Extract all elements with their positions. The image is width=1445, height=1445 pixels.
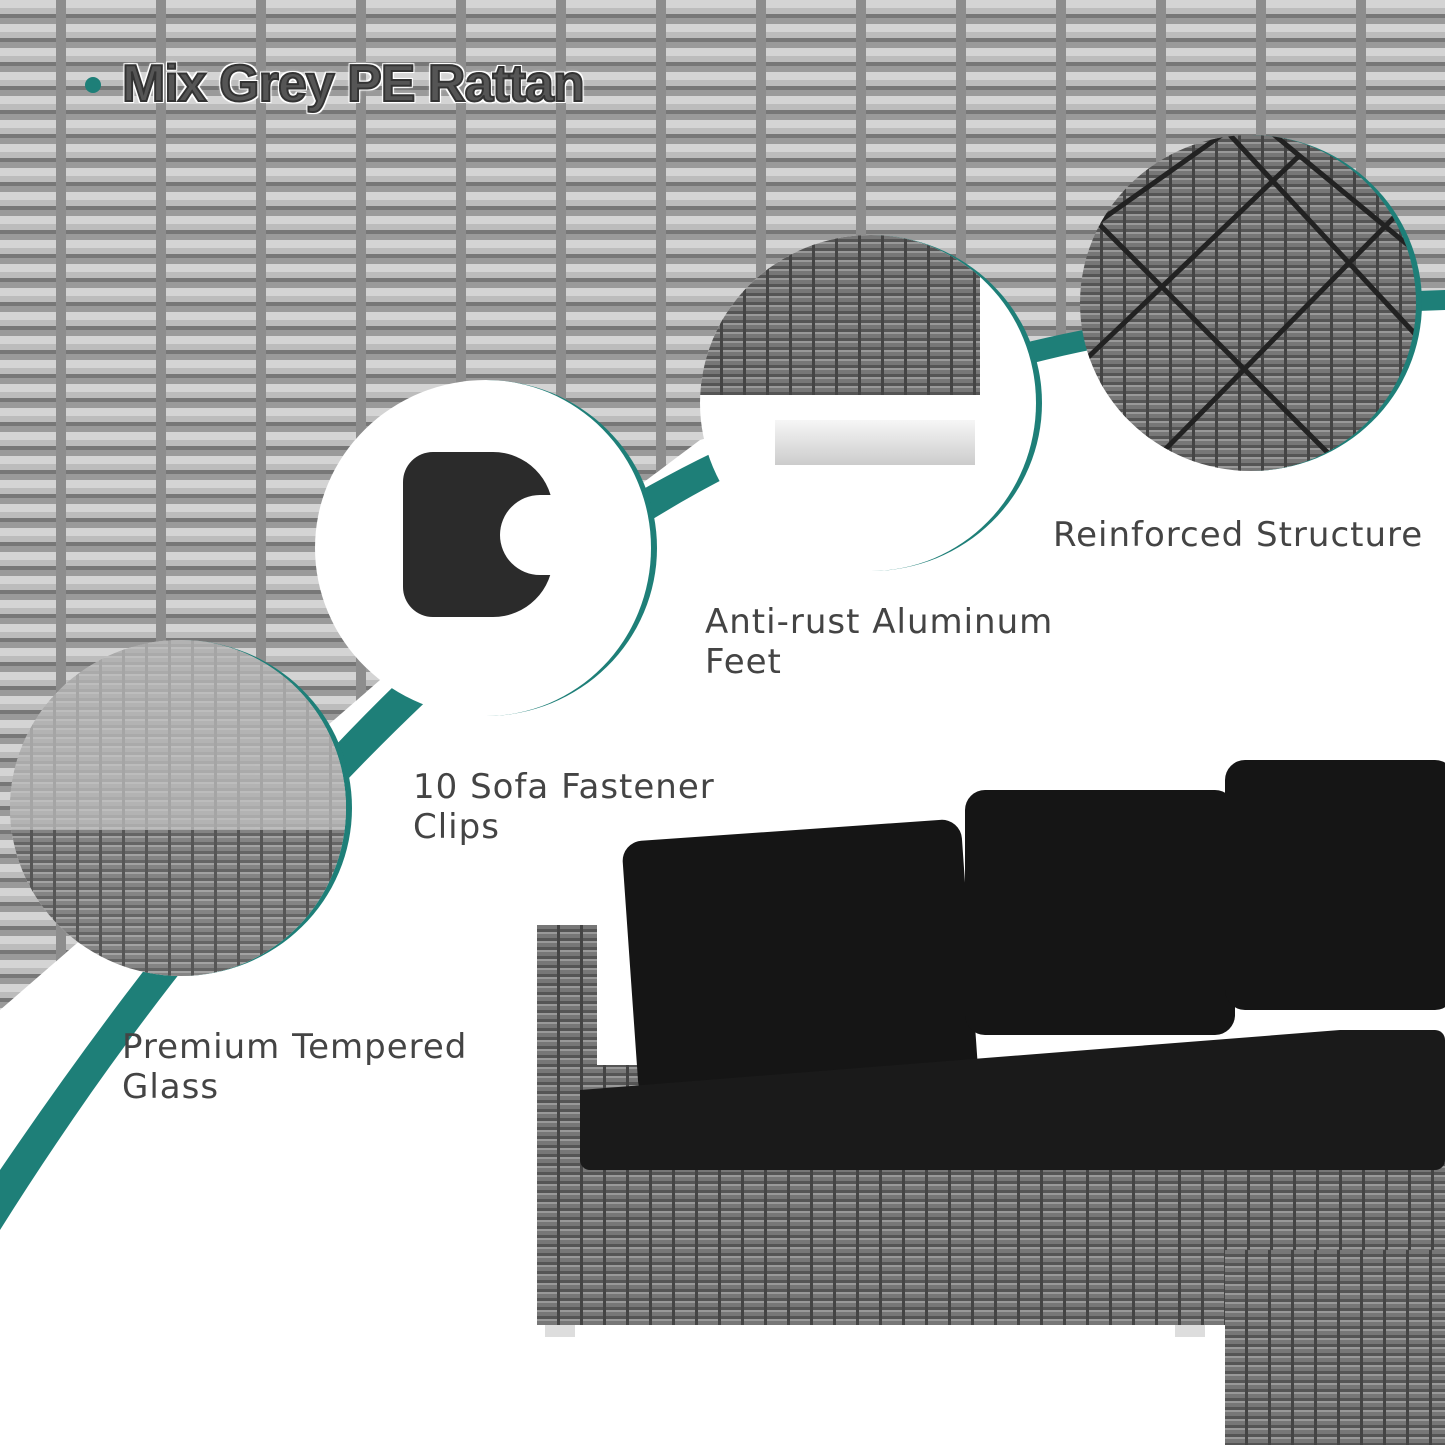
headline: Mix Grey PE Rattan [121, 54, 586, 114]
tempered-glass-image [10, 640, 352, 976]
bullet-dot [85, 77, 101, 93]
diamond-frame-icon [1080, 135, 1416, 471]
label-reinforced-structure: Reinforced Structure [1053, 515, 1424, 555]
label-aluminum-feet: Anti-rust Aluminum Feet [705, 602, 1054, 682]
aluminum-foot [775, 420, 975, 465]
aluminum-feet-image [700, 235, 1042, 571]
label-tempered-glass: Premium Tempered Glass [122, 1027, 468, 1107]
label-fastener-clips: 10 Sofa Fastener Clips [413, 767, 715, 847]
reinforced-structure-image [1080, 135, 1422, 471]
fastener-clip-image [315, 380, 657, 716]
